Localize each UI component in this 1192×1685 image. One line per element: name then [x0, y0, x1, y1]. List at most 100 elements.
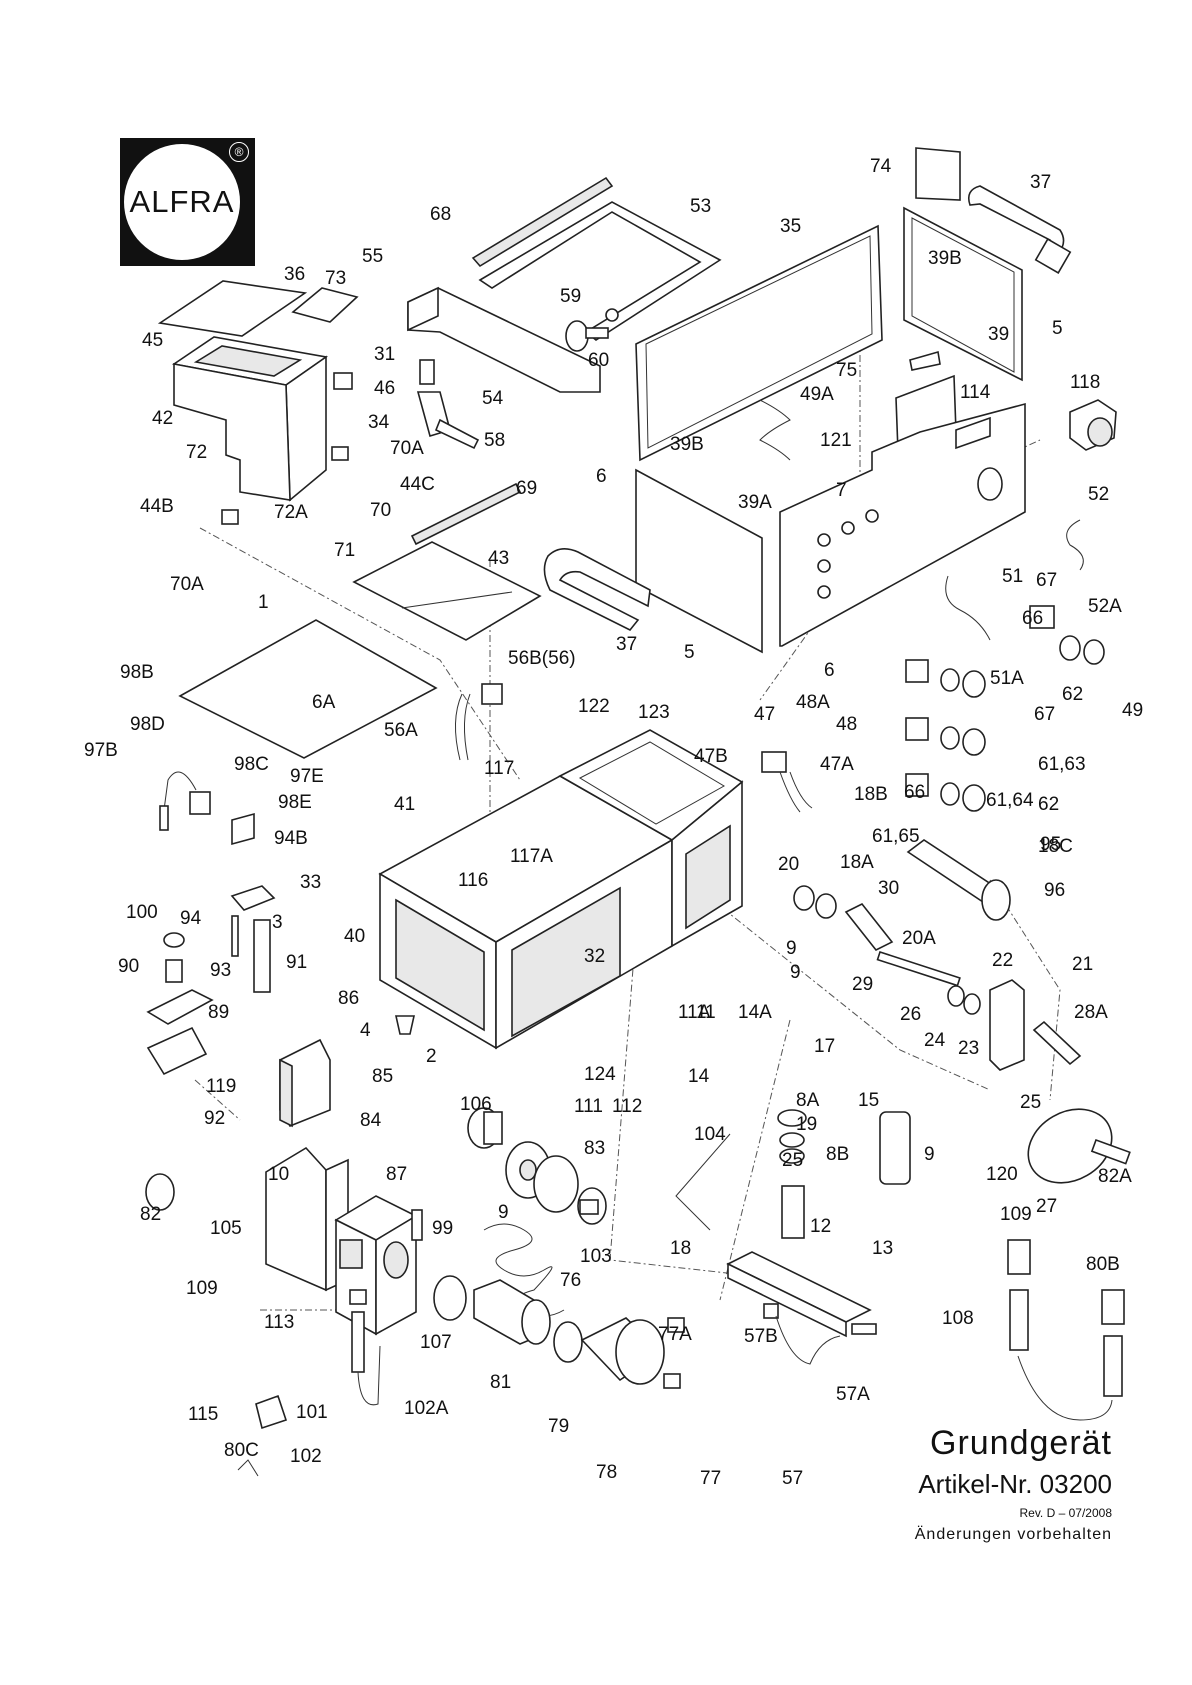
part-label: 106: [460, 1094, 492, 1115]
part-label: 124: [584, 1064, 616, 1085]
part-label: 39B: [928, 248, 962, 269]
part-label: 14: [688, 1066, 710, 1087]
part-label: 58: [484, 430, 505, 451]
part-label: 39A: [738, 492, 772, 513]
part-label: 103: [580, 1246, 612, 1267]
part-19-hose: [675, 1133, 731, 1231]
part-label: 42: [152, 408, 173, 429]
part-label: 36: [284, 264, 305, 285]
drawing-title: Grundgerät: [930, 1424, 1112, 1462]
part-label: 90: [118, 956, 139, 977]
part-label: 83: [584, 1138, 605, 1159]
part-100-pin: [231, 915, 239, 957]
part-label: 51A: [990, 668, 1024, 689]
part-label: 56B(56): [508, 648, 576, 669]
part-label: 8B: [826, 1144, 849, 1165]
part-13-bar: [726, 1251, 872, 1338]
part-label: 32: [584, 946, 605, 967]
part-label: 18B: [854, 784, 888, 805]
part-27-handwheel: [1027, 1108, 1131, 1184]
part-label: 9: [498, 1202, 509, 1223]
part-label: 14A: [738, 1002, 772, 1023]
part-label: 26: [900, 1004, 921, 1025]
part-label: 9: [790, 962, 801, 983]
part-label: 55: [362, 246, 383, 267]
part-label: 10: [268, 1164, 289, 1185]
part-label: 89: [208, 1002, 229, 1023]
part-label: 17: [814, 1036, 835, 1057]
part-label: 98D: [130, 714, 165, 735]
part-label: 79: [548, 1416, 569, 1437]
part-label: 70A: [390, 438, 424, 459]
part-label: 116: [458, 870, 488, 891]
part-label: 33: [300, 872, 321, 893]
part-105-106-rollers: [467, 1107, 607, 1225]
part-label: 46: [374, 378, 395, 399]
part-3-main-frame: [378, 729, 744, 1050]
part-label: 61,65: [872, 826, 920, 847]
part-label: 94B: [274, 828, 308, 849]
part-91-rod: [253, 919, 271, 993]
part-label: 18A: [840, 852, 874, 873]
part-label: 71: [334, 540, 355, 561]
part-label: 70A: [170, 574, 204, 595]
part-label: 19: [796, 1114, 817, 1135]
part-49a-cable: [759, 399, 791, 461]
part-118-knob: [1069, 399, 1117, 451]
part-label: 120: [986, 1164, 1018, 1185]
part-label: 96: [1044, 880, 1065, 901]
part-22-block: [989, 979, 1025, 1071]
part-label: 102: [290, 1446, 322, 1467]
part-94-bracket: [230, 885, 276, 911]
part-51-cable: [945, 575, 991, 641]
part-label: 62: [1062, 684, 1083, 705]
part-label: 104: [694, 1124, 726, 1145]
part-30-tube: [906, 839, 1011, 921]
part-label: 61,63: [1038, 754, 1086, 775]
part-label: 60: [588, 350, 609, 371]
part-label: 57: [782, 1468, 803, 1489]
part-label: 4: [360, 1020, 371, 1041]
part-label: 25: [782, 1150, 803, 1171]
part-label: 44C: [400, 474, 435, 495]
part-label: 122: [578, 696, 610, 717]
part-89-plate: [146, 989, 214, 1025]
part-23-washer: [963, 993, 981, 1015]
part-label: 57A: [836, 1384, 870, 1405]
part-label: 22: [992, 950, 1013, 971]
part-label: 98E: [278, 792, 312, 813]
part-97-sensor: [159, 771, 211, 831]
part-label: 107: [420, 1332, 452, 1353]
part-label: 18C: [1038, 836, 1073, 857]
part-label: 82A: [1098, 1166, 1132, 1187]
part-99-strip: [411, 1209, 423, 1241]
part-label: 20A: [902, 928, 936, 949]
part-label: 87: [386, 1164, 407, 1185]
part-57-cable: [763, 1303, 877, 1365]
part-label: 69: [516, 478, 537, 499]
part-label: 11: [696, 1002, 716, 1023]
part-44b-bracket: [221, 509, 239, 525]
part-label: 47: [754, 704, 775, 725]
part-label: 67: [1034, 704, 1055, 725]
part-label: 73: [325, 268, 346, 289]
part-label: 31: [374, 344, 395, 365]
registered-mark-icon: ®: [229, 142, 249, 162]
part-29-shaft: [844, 902, 961, 987]
part-label: 102A: [404, 1398, 449, 1419]
part-label: 30: [878, 878, 899, 899]
part-label: 5: [684, 642, 695, 663]
part-label: 101: [296, 1402, 328, 1423]
part-75-label: [909, 350, 941, 371]
part-label: 95: [1040, 834, 1061, 855]
part-label: 6: [596, 466, 607, 487]
part-label: 115: [188, 1404, 218, 1425]
part-5-front-panel: [635, 468, 763, 654]
part-label: 84: [360, 1110, 382, 1131]
part-label: 53: [690, 196, 711, 217]
part-69-strip: [410, 482, 522, 546]
label-layer: 74 37 68 53 35 39B 5 39 36 73 55 59 60 3…: [84, 156, 1143, 1489]
part-label: 2: [426, 1046, 437, 1067]
part-label: 1: [258, 592, 269, 613]
part-label: 77A: [658, 1324, 692, 1345]
